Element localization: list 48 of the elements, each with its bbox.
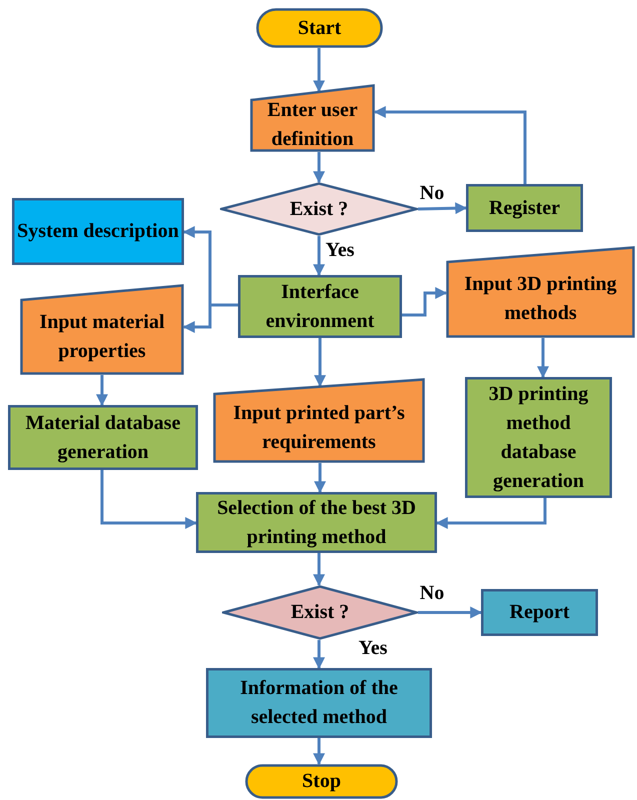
node-label: Material database generation [24,410,182,464]
arrow [182,304,238,333]
node-label: Input material properties [38,310,166,364]
decision-diamond [220,182,418,236]
arrow [100,470,198,529]
node-label: Information of the selected method [239,676,399,730]
node-label: Register [488,196,562,220]
arrow [313,48,325,92]
node-label: System description [16,219,180,244]
arrow [537,338,549,378]
node-label: Exist ? [288,196,350,222]
process-box [196,492,437,553]
arrow [313,152,325,184]
arrow [314,463,326,494]
process-box [465,377,612,498]
decision-diamond [222,585,418,640]
node-label: 3D printing method database generation [488,382,590,494]
arrow [402,287,448,316]
node-label: Start [296,16,342,40]
arrow [314,338,326,388]
process-box [481,589,598,636]
arrow [96,375,108,406]
process-box [8,405,198,470]
node-label: Stop [301,769,342,794]
arrow [418,202,468,214]
arrow [313,236,325,276]
node-label: Input printed part’s requirements [232,400,406,454]
arrow [313,640,325,670]
process-box [12,198,184,265]
arrow [313,738,325,766]
input-trapezoid [20,284,184,375]
terminal-pill [245,764,398,799]
node-label: Input 3D printing methods [463,272,618,326]
node-label: Report [508,600,570,625]
node-label: Selection of the best 3D printing method [216,496,417,550]
terminal-pill [256,8,383,48]
node-label: Interface environment [264,280,376,334]
process-box [238,275,402,338]
node-label: Exist ? [290,600,350,625]
process-box [466,184,583,232]
arrow [313,553,325,586]
input-trapezoid [446,246,635,338]
input-trapezoid [213,378,425,463]
process-box [206,668,432,738]
arrow [374,106,526,184]
node-label: Enter user definition [266,98,359,152]
arrow [418,606,482,618]
input-trapezoid [250,84,375,152]
